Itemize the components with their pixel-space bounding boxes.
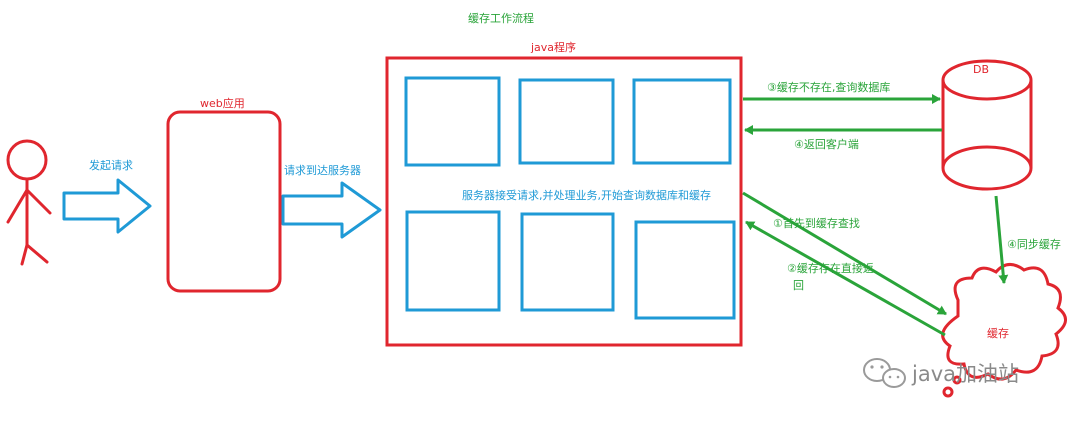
- request-to-server-arrow: [281, 181, 382, 239]
- stick-figure-icon: [6, 139, 52, 266]
- watermark-text: java加油站: [911, 362, 1019, 386]
- java-app-label: java程序: [530, 40, 576, 54]
- diagram-title: 缓存工作流程: [468, 11, 534, 25]
- request-to-server-label: 请求到达服务器: [284, 164, 361, 177]
- send-request-label: 发起请求: [89, 158, 133, 172]
- module-box: [634, 220, 736, 320]
- module-box: [405, 210, 501, 312]
- server-processing-label: 服务器接受请求,并处理业务,开始查询数据库和缓存: [462, 188, 711, 202]
- cache-hit-return-arrow: [745, 220, 946, 337]
- module-box: [518, 78, 615, 165]
- query-db-label: ③缓存不存在,查询数据库: [767, 80, 890, 94]
- sync-cache-arrow: [994, 195, 1009, 284]
- sync-cache-label: ④同步缓存: [1007, 237, 1061, 251]
- check-cache-label: ①首先到缓存查找: [773, 216, 860, 230]
- db-label: DB: [973, 63, 989, 76]
- module-box: [632, 78, 732, 165]
- wechat-icon: [863, 358, 906, 388]
- module-box: [404, 76, 501, 167]
- web-app-label: web应用: [200, 96, 245, 110]
- cache-label: 缓存: [987, 326, 1009, 340]
- cache-hit-label-line1: ②缓存存在直接返: [787, 261, 874, 275]
- java-app-box: [385, 56, 743, 347]
- check-cache-arrow: [742, 191, 947, 316]
- web-app-box: [166, 110, 282, 293]
- return-client-label: ④返回客户端: [794, 137, 859, 151]
- send-request-arrow: [62, 178, 152, 234]
- cloud-icon: [941, 263, 1067, 398]
- cache-hit-label-line2: 回: [793, 279, 804, 292]
- module-box: [520, 212, 615, 312]
- database-cylinder-icon: [941, 59, 1033, 191]
